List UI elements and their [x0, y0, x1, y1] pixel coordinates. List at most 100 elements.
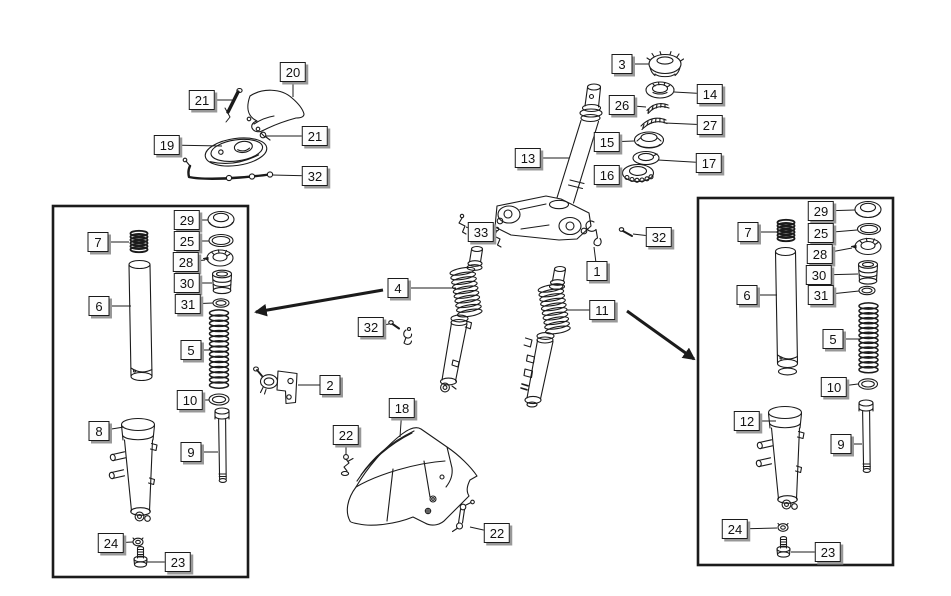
part-steering-stem-nut [646, 51, 685, 78]
part-right-damper-rod [858, 399, 874, 473]
part-left-inner-tube [128, 259, 153, 382]
part-front-fender [346, 427, 478, 526]
callout-label-9: 9 [180, 442, 202, 462]
part-front-cover [246, 89, 305, 133]
part-left-washer [132, 537, 144, 547]
part-left-bushing [211, 269, 233, 295]
callout-label-27: 27 [696, 115, 724, 135]
part-lock-washer-upper [646, 103, 670, 115]
part-right-oring-10 [857, 378, 879, 390]
callout-label-29: 29 [173, 210, 201, 230]
part-left-outer-tube [108, 417, 158, 522]
part-brake-cable [182, 157, 274, 182]
callout-label-5: 5 [180, 340, 202, 360]
callout-label-10: 10 [820, 377, 848, 397]
part-right-oring-25 [856, 222, 882, 236]
part-bearing-race [632, 150, 660, 166]
callout-label-32: 32 [357, 317, 385, 337]
part-ball-bearing [621, 163, 655, 183]
part-lower-triple-clamp [494, 195, 592, 241]
callout-label-21: 21 [188, 90, 216, 110]
callout-label-33: 33 [467, 222, 495, 242]
callout-label-25: 25 [173, 231, 201, 251]
callout-label-29: 29 [807, 201, 835, 221]
part-clip-mid-left [403, 326, 413, 345]
callout-label-7: 7 [737, 222, 759, 242]
callout-label-24: 24 [721, 519, 749, 539]
part-right-bushing [857, 260, 879, 285]
part-lock-washer-lower [640, 117, 668, 131]
callout-label-1: 1 [586, 261, 608, 281]
part-left-main-spring [208, 309, 230, 389]
part-left-drain-bolt [133, 546, 148, 568]
callout-label-10: 10 [176, 390, 204, 410]
part-fender-link-left [340, 454, 354, 477]
callout-label-18: 18 [388, 398, 416, 418]
callout-label-2: 2 [319, 375, 341, 395]
callout-label-30: 30 [173, 273, 201, 293]
callout-label-24: 24 [97, 533, 125, 553]
part-right-oil-seal [850, 237, 882, 256]
callout-label-15: 15 [593, 132, 621, 152]
part-left-oring-25 [208, 233, 234, 248]
callout-label-11: 11 [589, 300, 615, 320]
callout-label-32: 32 [645, 227, 673, 247]
callout-label-32: 32 [301, 166, 329, 186]
part-clip-screw-b [493, 226, 502, 248]
part-cover-screw-lower [259, 131, 271, 141]
callout-label-3: 3 [611, 54, 633, 74]
part-screw-center [618, 227, 633, 237]
callout-label-20: 20 [279, 62, 307, 82]
callout-label-28: 28 [172, 252, 200, 272]
pointer-arrow [254, 288, 384, 317]
callout-label-22: 22 [483, 523, 511, 543]
callout-label-30: 30 [805, 265, 833, 285]
callout-label-21: 21 [301, 126, 329, 146]
part-dust-cover [645, 81, 675, 99]
part-left-rebound-spring [129, 229, 149, 254]
panel-frames [51, 196, 895, 579]
callout-label-8: 8 [88, 421, 110, 441]
part-cover-screw-upper [224, 87, 243, 123]
callout-label-13: 13 [514, 148, 542, 168]
part-left-oring-10 [208, 393, 230, 406]
callout-label-26: 26 [608, 95, 636, 115]
direction-arrows [254, 288, 696, 361]
part-right-inner-tube [774, 246, 799, 376]
callout-label-25: 25 [807, 223, 835, 243]
callout-label-16: 16 [593, 165, 621, 185]
callout-label-12: 12 [733, 411, 761, 431]
callout-label-28: 28 [806, 244, 834, 264]
part-right-oring-31 [858, 285, 876, 296]
part-left-top-nut [207, 210, 235, 229]
part-right-top-nut [854, 200, 882, 219]
part-clip-screw-a [458, 213, 467, 235]
part-left-damper-rod [214, 407, 230, 483]
callout-label-4: 4 [387, 278, 409, 298]
part-right-outer-tube [755, 405, 805, 510]
callout-label-23: 23 [814, 542, 842, 562]
part-right-main-spring [858, 302, 879, 374]
callout-label-23: 23 [164, 552, 192, 572]
part-right-washer [777, 522, 789, 532]
part-cable-hook [585, 220, 602, 247]
part-left-oring-31 [212, 298, 230, 308]
callout-label-22: 22 [332, 425, 360, 445]
callout-label-9: 9 [830, 434, 852, 454]
part-cover-bracket [204, 137, 268, 167]
callout-label-31: 31 [174, 294, 202, 314]
callout-label-6: 6 [736, 285, 758, 305]
callout-label-7: 7 [87, 232, 109, 252]
part-fork-tube-right [520, 265, 572, 408]
part-fender-link-right [451, 499, 475, 533]
callout-label-14: 14 [696, 84, 724, 104]
callout-label-31: 31 [807, 285, 835, 305]
callout-label-5: 5 [822, 329, 844, 349]
part-left-oil-seal [202, 249, 234, 267]
callout-label-19: 19 [153, 135, 181, 155]
part-screw-mid-left [388, 320, 400, 330]
pointer-arrow [626, 309, 696, 361]
left-fork-leg-panel [51, 204, 250, 579]
